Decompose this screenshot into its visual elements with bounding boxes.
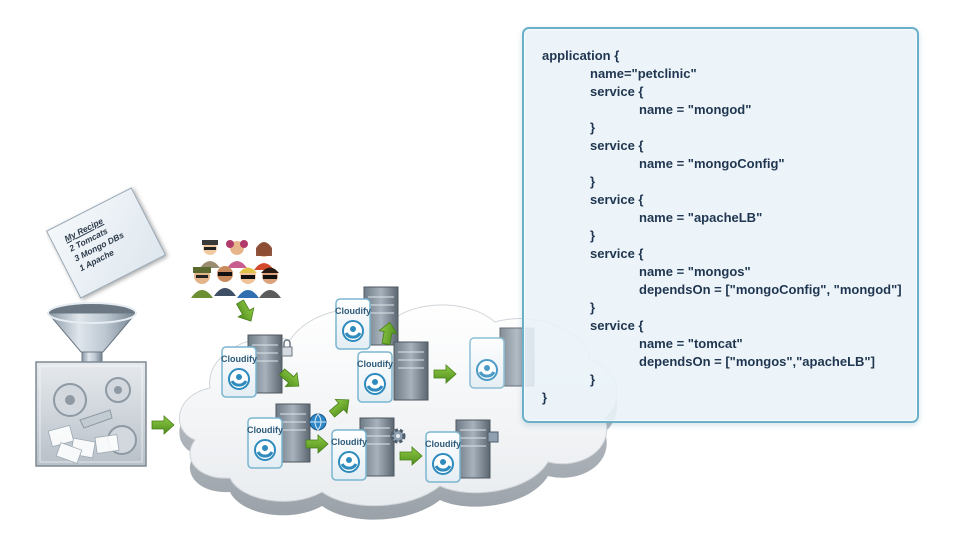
cloud-node-6: Cloudify — [425, 419, 499, 483]
gear-icon — [390, 428, 406, 444]
application-recipe-panel: application { name="petclinic" service { na… — [522, 27, 919, 423]
code-line: name = "mongoConfig" — [639, 156, 785, 171]
code-line: service { — [590, 84, 644, 99]
code-line: service { — [590, 138, 644, 153]
code-line: name = "apacheLB" — [639, 210, 763, 225]
code-line: } — [590, 174, 596, 189]
arrow-down-icon — [231, 297, 260, 326]
code-line: service { — [590, 318, 644, 333]
code-block: application { name="petclinic" service { na… — [542, 47, 907, 407]
code-line: } — [590, 228, 596, 243]
globe-icon — [309, 413, 327, 431]
gear-icon — [487, 431, 499, 443]
cloudify-label: Cloudify — [335, 306, 371, 316]
cloud-node-5: Cloudify — [331, 417, 406, 481]
cloudify-label: Cloudify — [221, 354, 257, 364]
code-line: name="petclinic" — [590, 66, 697, 81]
arrow-right-icon — [151, 415, 175, 435]
code-line: service { — [590, 192, 644, 207]
gears-machine-icon — [35, 361, 147, 467]
cloud-node-1: Cloudify — [221, 334, 293, 398]
code-line: } — [542, 390, 548, 405]
code-line: service { — [590, 246, 644, 261]
cloud-node-2: Cloudify — [335, 286, 399, 350]
lock-icon — [281, 339, 293, 357]
code-line: name = "tomcat" — [639, 336, 743, 351]
cloud-node-4: Cloudify — [247, 403, 327, 469]
users-icon — [191, 240, 281, 298]
funnel-icon — [46, 302, 138, 365]
code-line: dependsOn = ["mongoConfig", "mongod"] — [639, 282, 902, 297]
code-line: } — [590, 120, 596, 135]
code-line: dependsOn = ["mongos","apacheLB"] — [639, 354, 875, 369]
code-line: application { — [542, 48, 620, 63]
cloud-node-3: Cloudify — [357, 341, 429, 403]
code-line: name = "mongod" — [639, 102, 752, 117]
server-icon — [393, 341, 429, 401]
cloudify-label: Cloudify — [357, 359, 393, 369]
code-line: name = "mongos" — [639, 264, 751, 279]
cloudify-label: Cloudify — [425, 439, 461, 449]
cloudify-label: Cloudify — [247, 425, 283, 435]
cloudify-label: Cloudify — [331, 437, 367, 447]
code-line: } — [590, 372, 596, 387]
server-icon — [455, 419, 491, 479]
code-line: } — [590, 300, 596, 315]
